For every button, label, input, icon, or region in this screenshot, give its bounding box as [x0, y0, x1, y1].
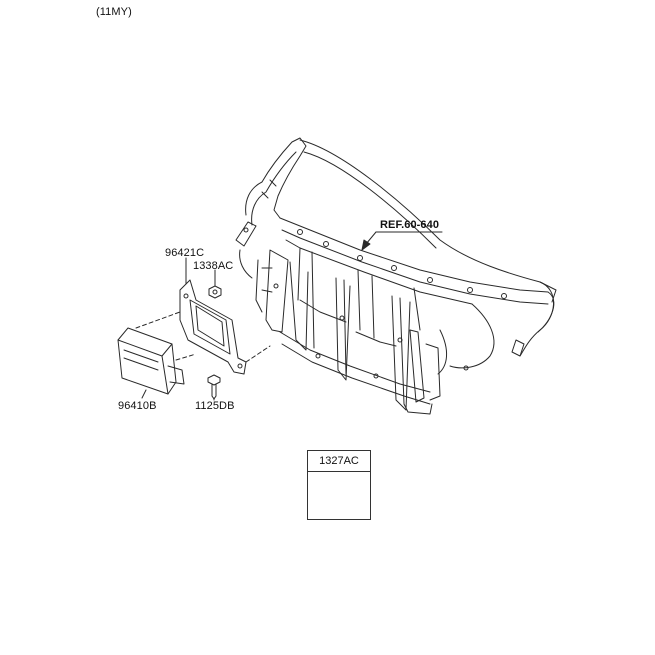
nut-1338ac-drawing: [208, 285, 222, 299]
legend-box: 1327AC: [307, 450, 371, 520]
model-year-label: (11MY): [96, 6, 132, 18]
legend-part-number: 1327AC: [308, 451, 370, 472]
leader-lines: [135, 311, 271, 363]
reference-label: REF.60-640: [380, 219, 440, 231]
bracket-drawing: [179, 279, 247, 375]
part-label-96421c: 96421C: [165, 247, 205, 259]
front-end-carrier: [235, 137, 557, 415]
bolt-1125db-drawing: [207, 374, 221, 400]
module-drawing: [117, 327, 185, 395]
part-label-96410b: 96410B: [118, 400, 157, 412]
part-label-1338ac: 1338AC: [193, 260, 234, 272]
part-label-1125db: 1125DB: [195, 400, 235, 412]
label-leaders: [141, 257, 216, 401]
reference-leader: [361, 231, 443, 251]
